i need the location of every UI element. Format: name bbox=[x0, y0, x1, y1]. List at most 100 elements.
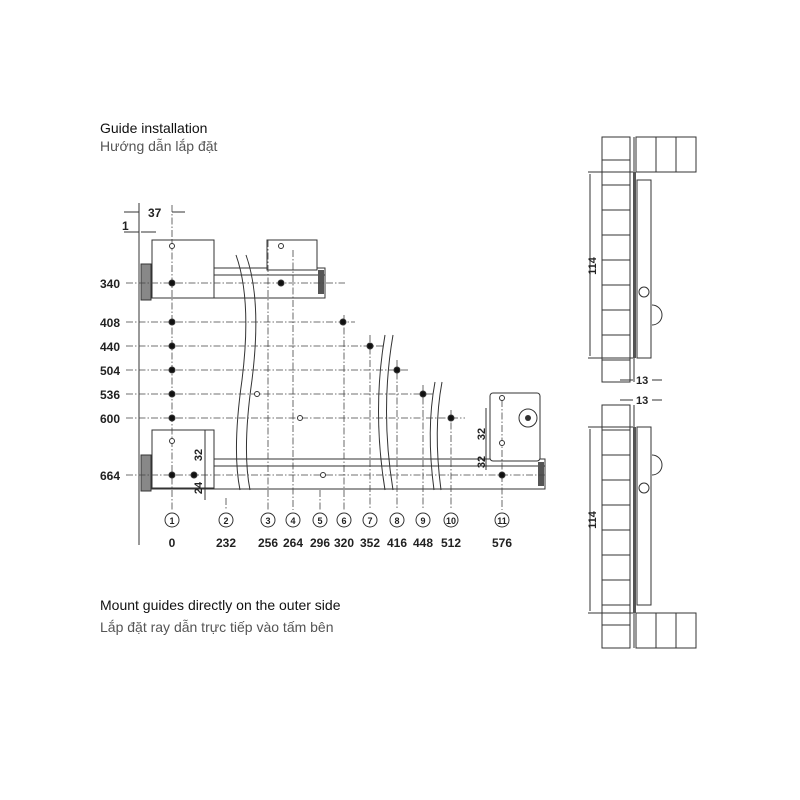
svg-text:600: 600 bbox=[100, 412, 120, 426]
column-id: 2 bbox=[223, 516, 228, 526]
hole-open bbox=[320, 472, 326, 478]
row-664: 664 bbox=[100, 469, 545, 483]
column-value: 416 bbox=[387, 536, 407, 550]
svg-text:340: 340 bbox=[100, 277, 120, 291]
column-value: 232 bbox=[216, 536, 236, 550]
svg-text:1: 1 bbox=[122, 219, 129, 233]
hole-open bbox=[499, 440, 505, 446]
hole-filled bbox=[366, 342, 374, 350]
hole-filled bbox=[168, 342, 176, 350]
hole-open bbox=[169, 438, 175, 444]
hole-open bbox=[169, 243, 175, 249]
column-value: 320 bbox=[334, 536, 354, 550]
hole-open bbox=[278, 243, 284, 249]
dimension-37: 37 bbox=[124, 205, 185, 240]
svg-text:24: 24 bbox=[193, 481, 205, 494]
svg-text:32: 32 bbox=[476, 456, 488, 468]
column-value: 296 bbox=[310, 536, 330, 550]
hole-filled bbox=[447, 414, 455, 422]
column-id-circle bbox=[164, 512, 180, 528]
side-view-top: 114 13 bbox=[587, 136, 697, 387]
title-en: Guide installation bbox=[100, 120, 208, 136]
break-lines bbox=[235, 254, 443, 491]
column-1: 10 bbox=[164, 240, 180, 550]
column-8: 8 416 bbox=[387, 360, 407, 550]
column-id-circle bbox=[443, 512, 459, 528]
column-6: 6 320 bbox=[334, 315, 354, 550]
side-view-bottom: 114 13 bbox=[587, 395, 697, 649]
column-7: 7 352 bbox=[360, 335, 380, 550]
column-id: 6 bbox=[341, 516, 346, 526]
hole-filled bbox=[190, 471, 198, 479]
column-value: 0 bbox=[169, 536, 176, 550]
column-id: 7 bbox=[367, 516, 372, 526]
svg-text:114: 114 bbox=[587, 256, 599, 275]
note-en: Mount guides directly on the outer side bbox=[100, 597, 341, 613]
svg-text:37: 37 bbox=[148, 206, 162, 220]
column-id-circle bbox=[362, 512, 378, 528]
svg-text:32: 32 bbox=[193, 449, 205, 461]
hole-open bbox=[297, 415, 303, 421]
hole-filled bbox=[277, 279, 285, 287]
column-id: 10 bbox=[446, 516, 456, 526]
svg-text:408: 408 bbox=[100, 316, 120, 330]
lower-runner bbox=[140, 392, 546, 492]
column-id: 9 bbox=[420, 516, 425, 526]
row-408: 408 bbox=[100, 316, 355, 330]
title-vi: Hướng dẫn lắp đặt bbox=[100, 138, 218, 154]
column-id-circle bbox=[389, 512, 405, 528]
hole-filled bbox=[393, 366, 401, 374]
column-value: 352 bbox=[360, 536, 380, 550]
svg-text:536: 536 bbox=[100, 388, 120, 402]
column-id: 5 bbox=[317, 516, 322, 526]
hole-filled bbox=[339, 318, 347, 326]
svg-text:440: 440 bbox=[100, 340, 120, 354]
svg-text:32: 32 bbox=[476, 428, 488, 440]
hole-open bbox=[499, 395, 505, 401]
column-2: 2 232 bbox=[216, 498, 236, 550]
hole-filled bbox=[168, 390, 176, 398]
hole-filled bbox=[168, 366, 176, 374]
column-id: 8 bbox=[394, 516, 399, 526]
column-11: 11 576 bbox=[492, 400, 512, 550]
svg-text:664: 664 bbox=[100, 469, 120, 483]
row-440: 440 bbox=[100, 340, 385, 354]
note-vi: Lắp đặt ray dẫn trực tiếp vào tấm bên bbox=[100, 619, 334, 635]
pitch-dimensions: 32 32 32 24 bbox=[193, 408, 488, 500]
column-9: 9 448 bbox=[413, 385, 433, 550]
column-id-circle bbox=[336, 512, 352, 528]
hole-filled bbox=[168, 414, 176, 422]
column-id: 11 bbox=[497, 516, 507, 526]
upper-runner bbox=[140, 239, 326, 301]
column-id: 3 bbox=[265, 516, 270, 526]
hole-filled bbox=[498, 471, 506, 479]
column-id-circle bbox=[494, 512, 510, 528]
hole-filled bbox=[168, 318, 176, 326]
column-5: 5 296 bbox=[310, 490, 330, 550]
column-4: 4 264 bbox=[283, 250, 303, 550]
hole-open bbox=[254, 391, 260, 397]
row-536: 536 bbox=[100, 388, 435, 402]
column-value: 512 bbox=[441, 536, 461, 550]
column-id: 1 bbox=[169, 516, 174, 526]
column-id-circle bbox=[312, 512, 328, 528]
column-id-circle bbox=[260, 512, 276, 528]
hole-filled bbox=[168, 471, 176, 479]
hole-filled bbox=[419, 390, 427, 398]
column-10: 10 512 bbox=[441, 410, 461, 550]
hole-filled bbox=[168, 279, 176, 287]
hole-markers bbox=[168, 243, 506, 479]
column-id-circle bbox=[218, 512, 234, 528]
svg-text:13: 13 bbox=[636, 395, 648, 407]
row-340: 340 bbox=[100, 277, 345, 291]
column-value: 264 bbox=[283, 536, 303, 550]
column-value: 576 bbox=[492, 536, 512, 550]
svg-text:504: 504 bbox=[100, 364, 120, 378]
column-value: 448 bbox=[413, 536, 433, 550]
column-id-circle bbox=[285, 512, 301, 528]
column-id-circle bbox=[415, 512, 431, 528]
column-id: 4 bbox=[290, 516, 295, 526]
dimension-1: 1 bbox=[122, 219, 156, 233]
